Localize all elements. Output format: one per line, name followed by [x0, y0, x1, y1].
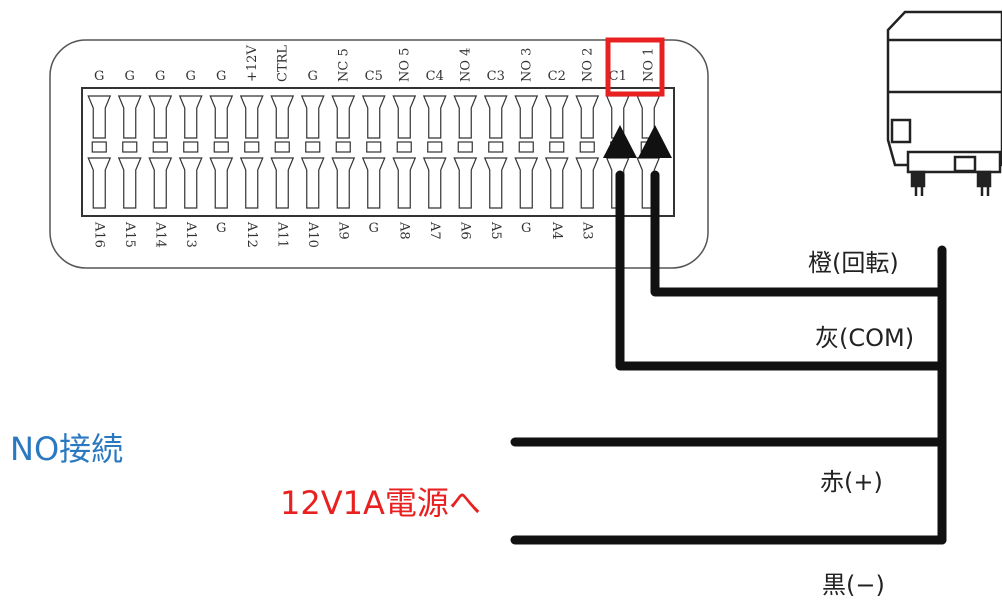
siren-light-icon [886, 10, 1002, 196]
terminal-top-label: NC 5 [336, 48, 351, 82]
terminal-top-label: C5 [365, 69, 383, 84]
terminal-bottom-label: G [369, 221, 379, 236]
terminal-slot [483, 95, 508, 209]
terminal-bottom-label: A12 [244, 221, 259, 248]
terminal-slot [514, 95, 539, 209]
terminal-slot [117, 95, 142, 209]
terminal-slot [453, 95, 478, 209]
terminal-bottom-label: A16 [91, 221, 106, 248]
wires [510, 170, 947, 545]
red-wire-label: 赤(+) [820, 468, 883, 496]
terminal-slot [544, 95, 569, 209]
terminal-slot [331, 95, 356, 209]
terminal-top-label: NO 3 [519, 48, 534, 82]
top-terminal-labels: G G G G G +12V CTRL G NC 5 C5 NO 5 C4 NO 4 C3 NO 3 C2 NO… [94, 45, 656, 84]
terminal-top-label: G [216, 69, 226, 84]
arrow-up-icon [603, 125, 637, 158]
terminal-top-label: G [308, 69, 318, 84]
terminal-slot [361, 95, 386, 209]
terminal-bottom-label: A7 [427, 221, 442, 240]
terminal-bottom-label: G [216, 221, 226, 236]
terminal-slot [178, 95, 203, 209]
terminal-bottom-label: A10 [305, 221, 320, 248]
terminal-bottom-label: A14 [152, 221, 167, 248]
terminal-top-label: G [125, 69, 135, 84]
terminal-top-label: G [155, 69, 165, 84]
terminal-bottom-label: G [521, 221, 531, 236]
terminal-bottom-label: A6 [457, 221, 472, 240]
terminal-top-label: C4 [426, 69, 444, 84]
orange-wire-label: 橙(回転) [808, 249, 899, 277]
terminal-slots [87, 95, 661, 209]
terminal-bottom-label: A9 [335, 221, 350, 240]
connection-note: NO接続 [10, 430, 124, 468]
terminal-top-label: NO 1 [641, 48, 656, 82]
orange-wire-path [650, 170, 947, 297]
terminal-slot [270, 95, 295, 209]
terminal-slot [575, 95, 600, 209]
terminal-bottom-label: A15 [122, 221, 137, 248]
gray-wire-path [615, 170, 947, 371]
terminal-slot [148, 95, 173, 209]
terminal-top-label: NO 5 [397, 48, 412, 82]
terminal-top-label: +12V [245, 45, 260, 82]
terminal-top-label: NO 4 [458, 48, 473, 82]
terminal-slot [239, 95, 264, 209]
terminal-slot [300, 95, 325, 209]
power-note: 12V1A電源へ [280, 484, 481, 522]
terminal-bottom-label: A4 [549, 221, 564, 240]
terminal-slot [87, 95, 112, 209]
terminal-slot [209, 95, 234, 209]
terminal-top-label: C2 [548, 69, 566, 84]
terminal-top-label: C3 [487, 69, 505, 84]
terminal-top-label: G [94, 69, 104, 84]
terminal-bottom-label: A8 [396, 221, 411, 240]
black-wire-label: 黒(−) [822, 571, 885, 599]
terminal-bottom-label: A13 [183, 221, 198, 248]
terminal-slot [392, 95, 417, 209]
terminal-bottom-label: A11 [274, 221, 289, 248]
terminal-bottom-label: A5 [488, 221, 503, 240]
terminal-top-label: NO 2 [580, 48, 595, 82]
terminal-slot [422, 95, 447, 209]
terminal-top-label: C1 [609, 69, 627, 84]
highlight-box [605, 37, 665, 97]
terminal-top-label: CTRL [275, 45, 290, 82]
gray-wire-label: 灰(COM) [815, 324, 915, 352]
terminal-top-label: G [186, 69, 196, 84]
terminal-bottom-label: A3 [579, 221, 594, 240]
arrow-up-icon [638, 125, 672, 158]
bottom-terminal-labels: A16 A15 A14 A13 G A12 A11 A10 A9 G A8 A7 A6 A5 G A4 A3 [91, 221, 594, 248]
